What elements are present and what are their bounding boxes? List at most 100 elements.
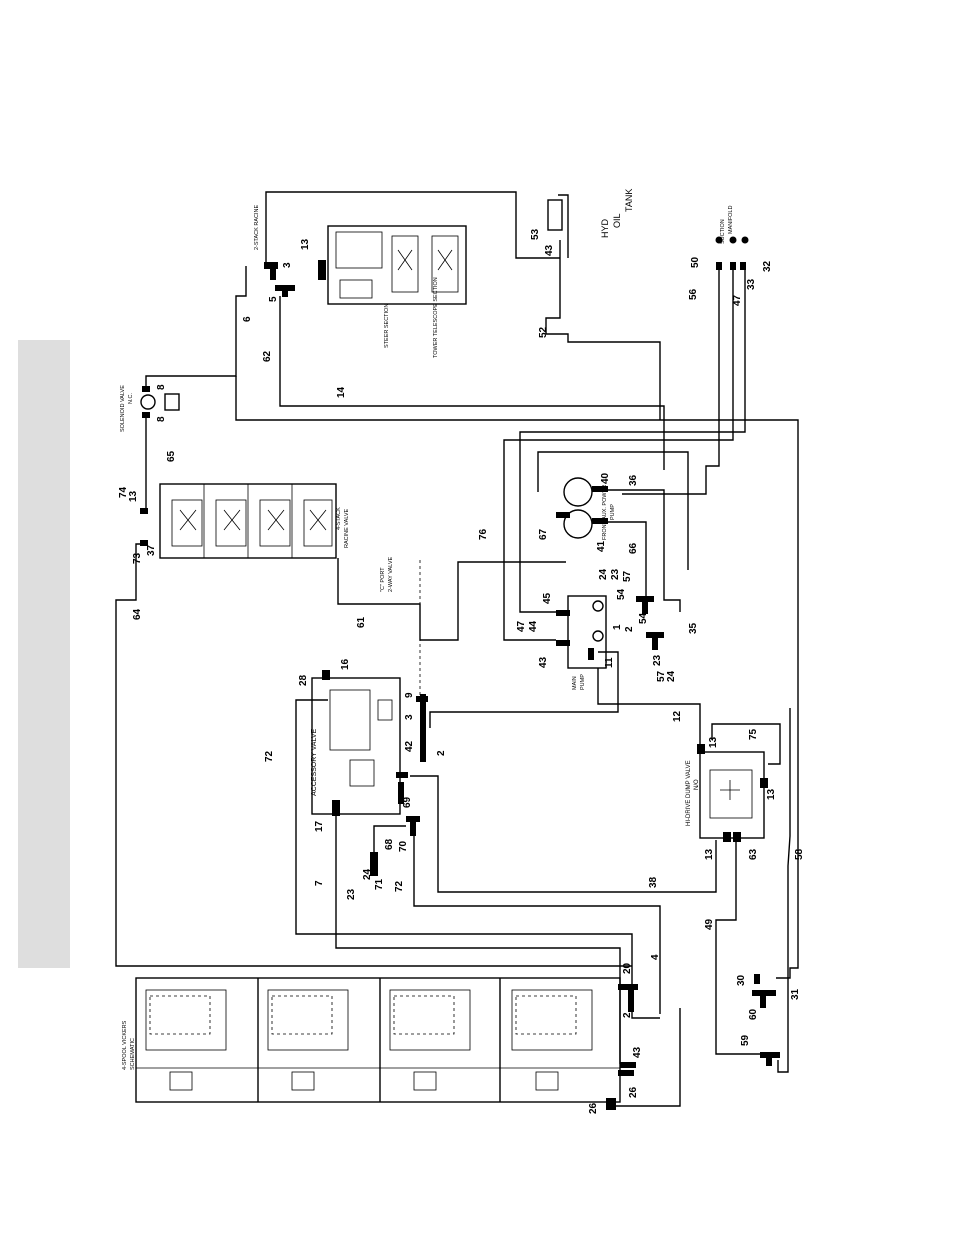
steer-section-label: STEER SECTION xyxy=(384,304,390,348)
hi-drive-dump-valve: HI-DRIVE DUMP VALVE N/O xyxy=(686,744,768,842)
callout-4: 4 xyxy=(650,954,661,960)
hydraulic-lines xyxy=(115,191,799,1107)
callout-36: 36 xyxy=(628,474,639,486)
accessory-valve-label: ACCESSORY VALVE xyxy=(311,728,318,796)
callout-43: 43 xyxy=(544,244,555,256)
dump-valve-label-2: N/O xyxy=(694,779,700,790)
main-pump: MAIN PUMP xyxy=(556,595,664,690)
callout-59: 59 xyxy=(740,1034,751,1046)
callout-3b: 3 xyxy=(404,714,415,720)
callout-11: 11 xyxy=(604,657,615,668)
suction-manifold-label-1: SUCTION xyxy=(720,219,726,244)
callout-24c: 24 xyxy=(362,868,373,880)
solenoid-label-2: N.C. xyxy=(128,393,134,404)
port-callouts: 53 43 50 32 33 47 56 52 13 3 5 6 62 14 8… xyxy=(118,228,805,1114)
callout-53: 53 xyxy=(530,228,541,240)
callout-24b: 24 xyxy=(666,670,677,682)
callout-35: 35 xyxy=(688,622,699,634)
two-stack-label: 2-STACK RACINE xyxy=(254,205,260,250)
callout-2: 2 xyxy=(624,626,635,632)
callout-30: 30 xyxy=(736,974,747,986)
callout-6: 6 xyxy=(242,316,253,322)
callout-28: 28 xyxy=(298,674,309,686)
main-pump-label-2: PUMP xyxy=(580,674,586,690)
callout-33: 33 xyxy=(746,278,757,290)
callout-60: 60 xyxy=(748,1008,759,1020)
callout-17: 17 xyxy=(314,820,325,832)
callout-74: 74 xyxy=(118,486,129,498)
callout-56: 56 xyxy=(688,288,699,300)
callout-54: 54 xyxy=(616,588,627,600)
callout-40: 40 xyxy=(600,472,611,484)
callout-20: 20 xyxy=(622,962,633,974)
callout-31: 31 xyxy=(790,988,801,1000)
callout-76: 76 xyxy=(478,528,489,540)
callout-26: 26 xyxy=(628,1086,639,1098)
callout-47: 47 xyxy=(732,294,743,306)
callout-73: 73 xyxy=(132,552,143,564)
callout-9: 9 xyxy=(404,692,415,698)
aux-pump-label-2: PUMP xyxy=(610,504,616,520)
dump-valve-label-1: HI-DRIVE DUMP VALVE xyxy=(686,760,692,826)
callout-57b: 57 xyxy=(656,670,667,682)
callout-52: 52 xyxy=(538,326,549,338)
callout-62: 62 xyxy=(262,350,273,362)
callout-61: 61 xyxy=(356,616,367,628)
vickers-label-2: SCHEMATIC xyxy=(130,1038,136,1070)
callout-57: 57 xyxy=(622,570,633,582)
suction-manifold: SUCTION MANIFOLD xyxy=(715,206,749,270)
fittings-59-60-30 xyxy=(370,816,780,1066)
two-stack-racine: 2-STACK RACINE STEER SECTION TOWER TELES… xyxy=(254,205,467,358)
callout-43c: 43 xyxy=(632,1046,643,1058)
callout-69: 69 xyxy=(402,796,413,808)
accessory-valve: ACCESSORY VALVE xyxy=(311,670,428,816)
c-port-2-way-valve: "C" PORT 2-WAY VALVE xyxy=(380,557,394,592)
callout-2b: 2 xyxy=(436,750,447,756)
callout-63: 63 xyxy=(748,848,759,860)
callout-58: 58 xyxy=(794,848,805,860)
callout-14: 14 xyxy=(336,386,347,398)
callout-38: 38 xyxy=(648,876,659,888)
four-stack-racine-valve: 4-STACK RACINE VALVE xyxy=(140,483,350,559)
suction-manifold-label-2: MANIFOLD xyxy=(728,206,734,234)
callout-54b: 54 xyxy=(638,612,649,624)
hyd-oil-tank: HYD OIL TANK xyxy=(547,189,634,258)
callout-2c: 2 xyxy=(622,1012,633,1018)
callout-5: 5 xyxy=(268,296,279,302)
tank-label-oil: OIL xyxy=(612,213,622,228)
solenoid-label-1: SOLENOID VALVE xyxy=(120,385,126,432)
callout-16: 16 xyxy=(340,658,351,670)
callout-68: 68 xyxy=(384,838,395,850)
callout-64: 64 xyxy=(132,608,143,620)
four-stack-label-1: 4-STACK xyxy=(336,507,342,530)
callout-8b: 8 xyxy=(156,416,167,422)
page-side-tab xyxy=(18,340,70,968)
four-spool-vickers: 4-SPOOL VICKERS SCHEMATIC xyxy=(122,977,638,1110)
callout-47b: 47 xyxy=(516,620,527,632)
callout-13e: 13 xyxy=(704,848,715,860)
callout-23: 23 xyxy=(610,568,621,580)
front-aux-power-pump: FRONT AUX. POWER PUMP xyxy=(556,477,616,540)
callout-43b: 43 xyxy=(538,656,549,668)
callout-67: 67 xyxy=(538,528,549,540)
callout-75: 75 xyxy=(748,728,759,740)
callout-13b: 13 xyxy=(128,490,139,502)
callout-13c: 13 xyxy=(708,736,719,748)
callout-72b: 72 xyxy=(394,880,405,892)
callout-26b: 26 xyxy=(588,1102,599,1114)
four-stack-label-2: RACINE VALVE xyxy=(344,508,350,548)
callout-72: 72 xyxy=(264,750,275,762)
callout-70: 70 xyxy=(398,840,409,852)
callout-66: 66 xyxy=(628,542,639,554)
callout-71: 71 xyxy=(374,878,385,890)
callout-45: 45 xyxy=(542,592,553,604)
tank-label-tank: TANK xyxy=(624,189,634,212)
callout-42: 42 xyxy=(404,740,415,752)
callout-32: 32 xyxy=(762,260,773,272)
callout-12: 12 xyxy=(672,710,683,722)
callout-23b: 23 xyxy=(652,654,663,666)
aux-pump-label-1: FRONT AUX. POWER xyxy=(602,485,608,540)
callout-65: 65 xyxy=(166,450,177,462)
callout-37: 37 xyxy=(146,544,157,556)
callout-24: 24 xyxy=(598,568,609,580)
